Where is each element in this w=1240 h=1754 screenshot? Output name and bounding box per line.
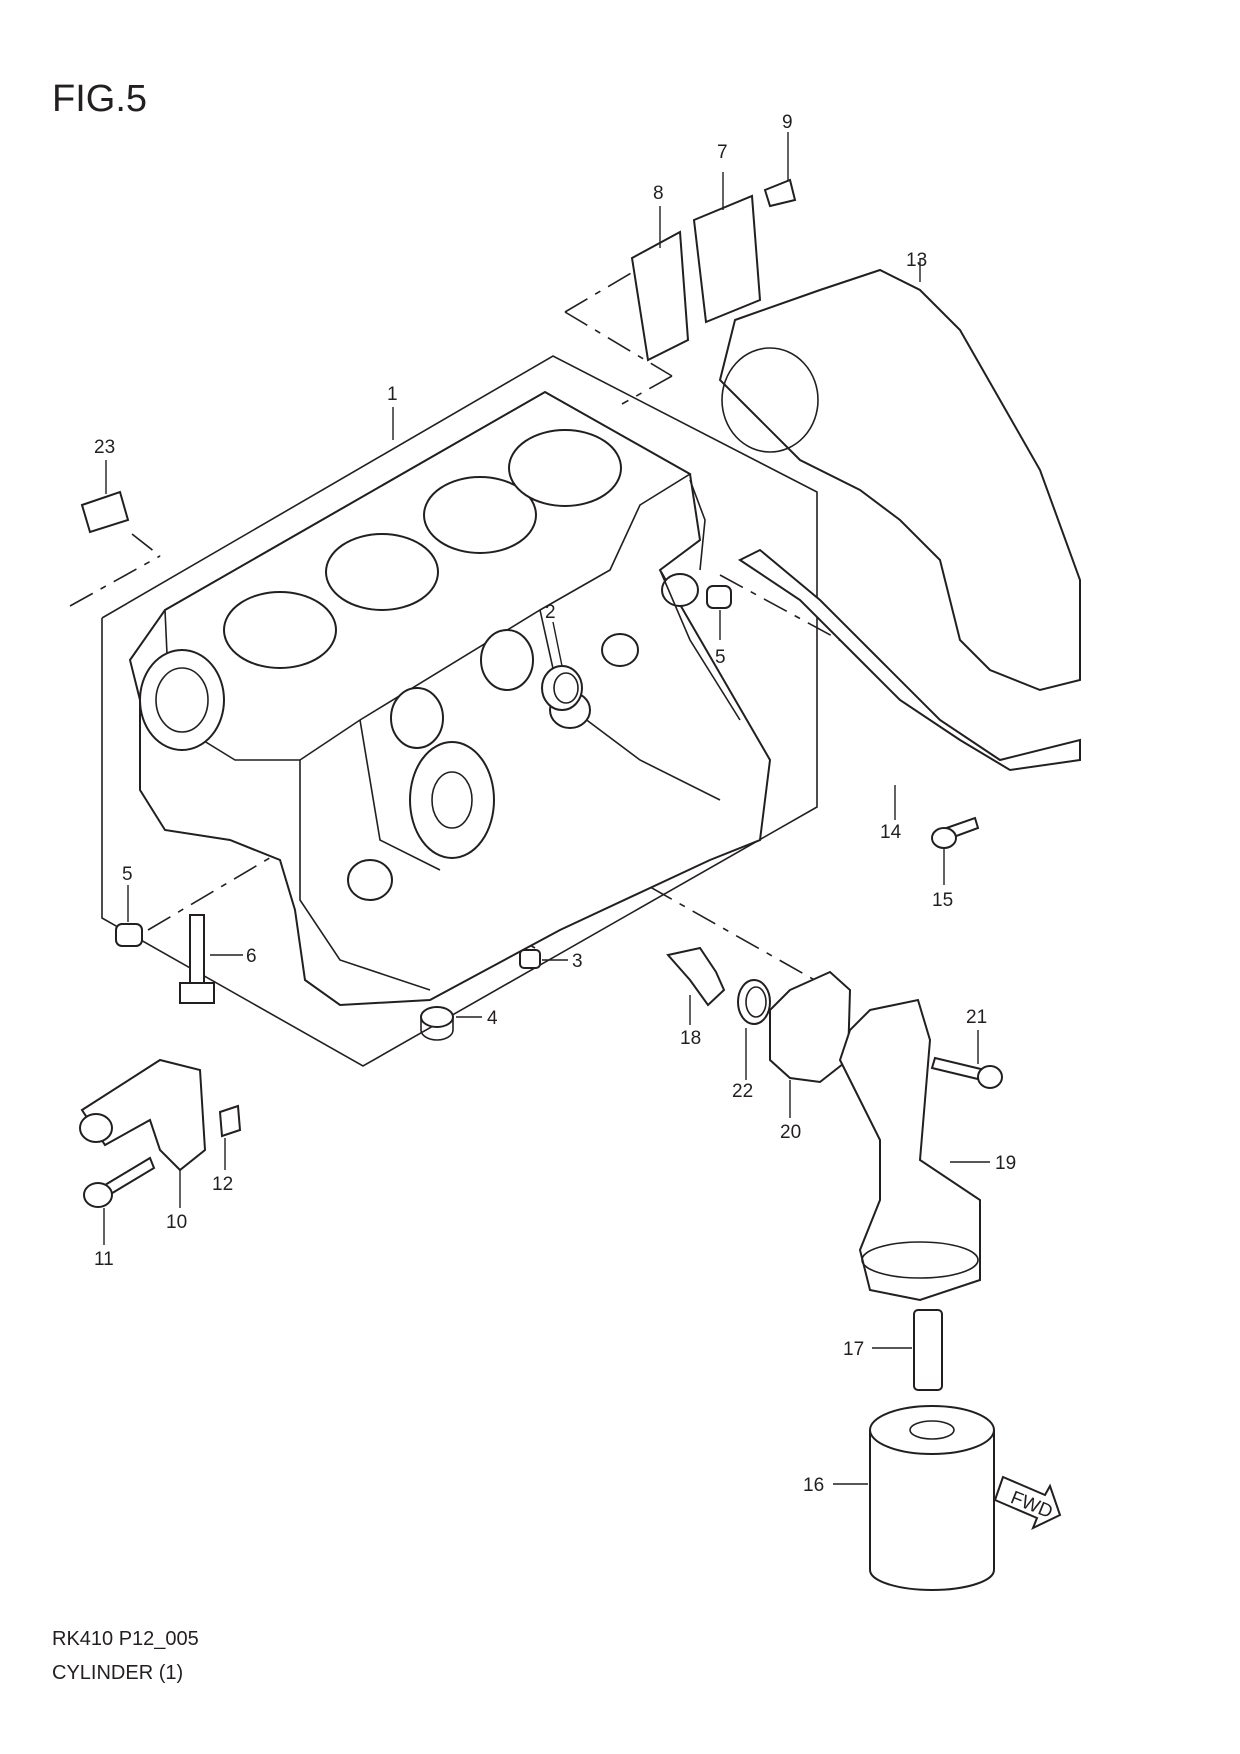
callout-17: 17 bbox=[843, 1339, 864, 1360]
part-19-bracket bbox=[838, 998, 990, 1302]
figure-title: FIG.5 bbox=[52, 78, 148, 120]
callout-7: 7 bbox=[717, 142, 728, 163]
part-17-stud bbox=[872, 1309, 943, 1391]
callout-20: 20 bbox=[780, 1122, 801, 1143]
callout-18: 18 bbox=[680, 1028, 701, 1049]
callout-9: 9 bbox=[782, 112, 793, 133]
parts-7-8-9 bbox=[630, 132, 797, 362]
callout-3: 3 bbox=[572, 951, 583, 972]
part-15-bolt bbox=[931, 816, 980, 885]
callout-8: 8 bbox=[653, 183, 664, 204]
part-21-bolt bbox=[930, 1030, 1003, 1089]
part-16-oil-filter bbox=[833, 1405, 995, 1591]
block-group-frame bbox=[101, 355, 818, 1067]
callout-21: 21 bbox=[966, 1007, 987, 1028]
callout-4: 4 bbox=[487, 1008, 498, 1029]
part-2-seal bbox=[541, 621, 583, 711]
callout-16: 16 bbox=[803, 1475, 824, 1496]
callout-labels: 1 2 3 4 5 5 6 7 8 9 10 11 12 13 14 15 16… bbox=[94, 112, 1016, 1496]
part-14-plate bbox=[738, 548, 1081, 820]
callout-2: 2 bbox=[545, 602, 556, 623]
callout-19: 19 bbox=[995, 1153, 1016, 1174]
part-4-plug bbox=[420, 1006, 482, 1041]
figure-name: CYLINDER (1) bbox=[52, 1662, 184, 1684]
cylinder-block bbox=[128, 390, 772, 1007]
part-6-bolt bbox=[179, 914, 243, 1004]
parts-18-20-22 bbox=[666, 946, 852, 1118]
callout-12: 12 bbox=[212, 1174, 233, 1195]
part-13-plate bbox=[718, 258, 1081, 692]
part-3-plug bbox=[519, 949, 568, 969]
callout-23: 23 bbox=[94, 437, 115, 458]
callout-11: 11 bbox=[94, 1249, 114, 1270]
callout-1: 1 bbox=[387, 384, 398, 405]
callout-10: 10 bbox=[166, 1212, 187, 1233]
fwd-arrow-icon: FWD bbox=[993, 1475, 1062, 1531]
callout-5a: 5 bbox=[122, 864, 133, 885]
callout-13: 13 bbox=[906, 250, 927, 271]
callout-15: 15 bbox=[932, 890, 953, 911]
callout-22: 22 bbox=[732, 1081, 753, 1102]
callout-14: 14 bbox=[880, 822, 902, 843]
part-5-plugs bbox=[115, 585, 732, 947]
parts-10-11-12 bbox=[79, 1058, 242, 1245]
callout-5b: 5 bbox=[715, 647, 726, 668]
figure-code: RK410 P12_005 bbox=[52, 1628, 199, 1650]
callout-6: 6 bbox=[246, 946, 257, 967]
part-23-sensor bbox=[80, 460, 130, 534]
